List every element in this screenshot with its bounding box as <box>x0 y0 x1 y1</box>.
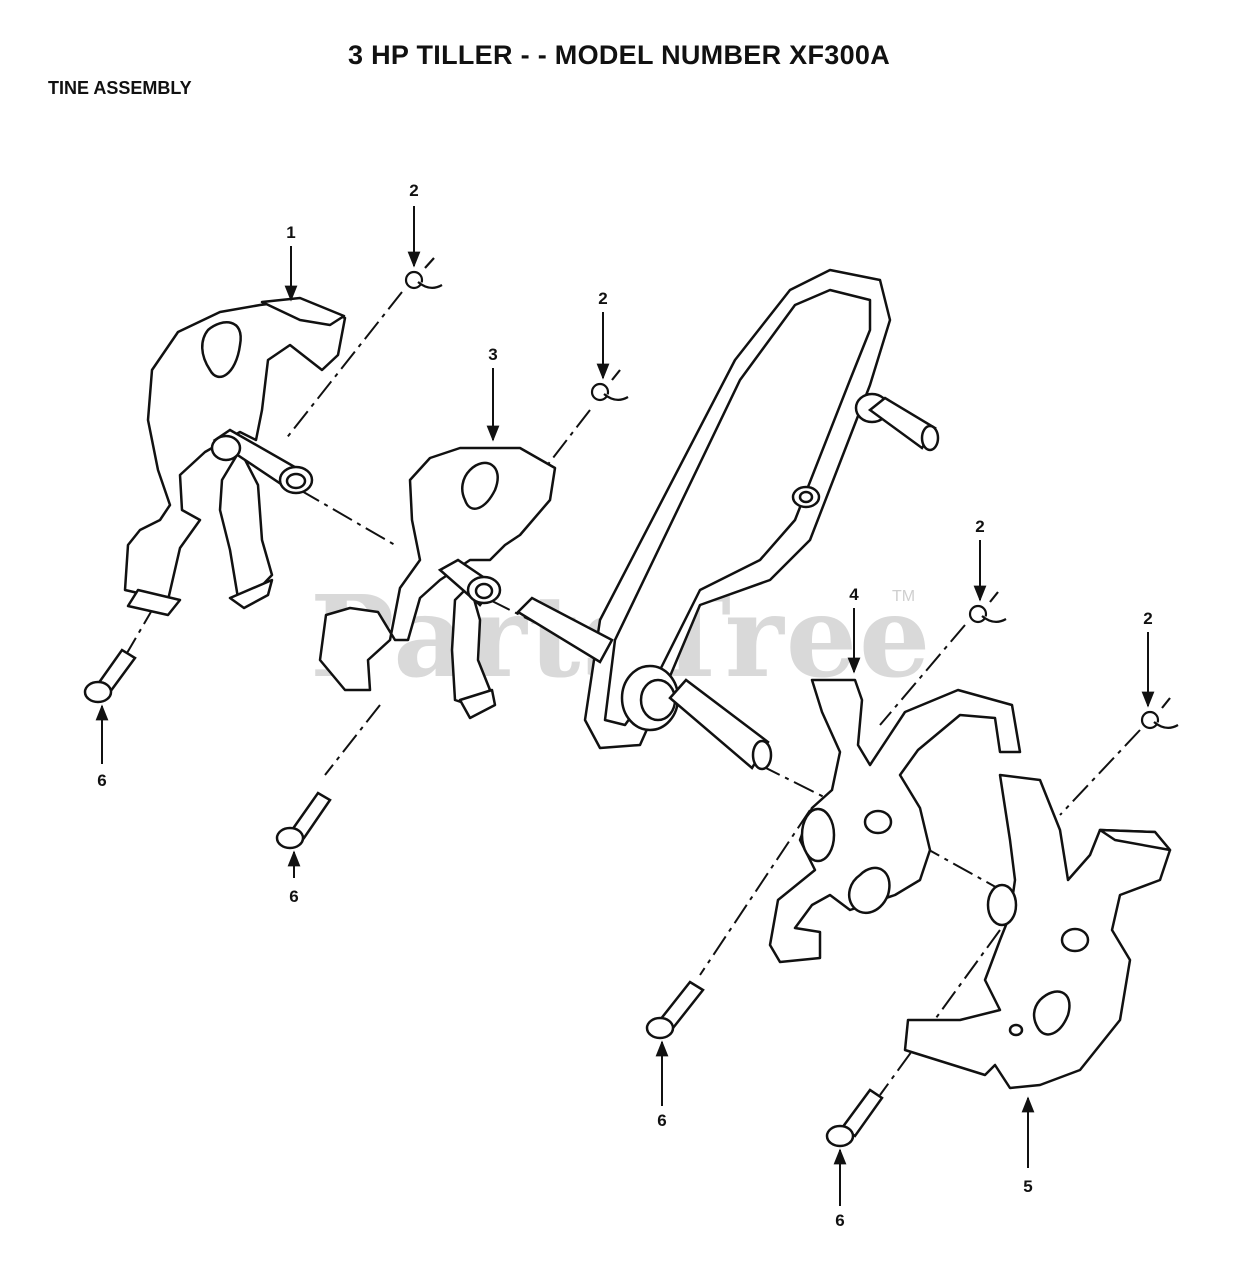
callout-2a: 2 <box>409 181 418 200</box>
hairpin-clips-part-2 <box>404 257 1179 730</box>
tine-part-4 <box>768 678 1022 964</box>
callout-2c: 2 <box>975 517 984 536</box>
callout-6d: 6 <box>835 1211 844 1230</box>
bolts-part-6 <box>83 648 884 1148</box>
callout-6a: 6 <box>97 771 106 790</box>
tine-part-5 <box>903 773 1172 1090</box>
axle-shaft <box>515 396 940 771</box>
callout-5: 5 <box>1023 1177 1032 1196</box>
callout-4: 4 <box>849 585 859 604</box>
section-title: TINE ASSEMBLY <box>48 78 192 98</box>
callout-6c: 6 <box>657 1111 666 1130</box>
callout-labels: 1 2 2 3 2 4 2 5 6 6 6 6 <box>97 181 1152 1230</box>
tine-part-1 <box>123 296 347 617</box>
tine-part-3 <box>318 446 557 720</box>
hub-tube-part-3 <box>437 558 502 607</box>
callout-2b: 2 <box>598 289 607 308</box>
hub-tube-part-1 <box>210 428 314 495</box>
watermark-trademark: TM <box>892 588 916 605</box>
callout-3: 3 <box>488 345 497 364</box>
callout-1: 1 <box>286 223 295 242</box>
callout-leader-arrows <box>95 206 1155 1206</box>
gear-case-housing <box>583 268 892 750</box>
callout-2d: 2 <box>1143 609 1152 628</box>
page-title: 3 HP TILLER - - MODEL NUMBER XF300A <box>347 40 891 70</box>
callout-6b: 6 <box>289 887 298 906</box>
